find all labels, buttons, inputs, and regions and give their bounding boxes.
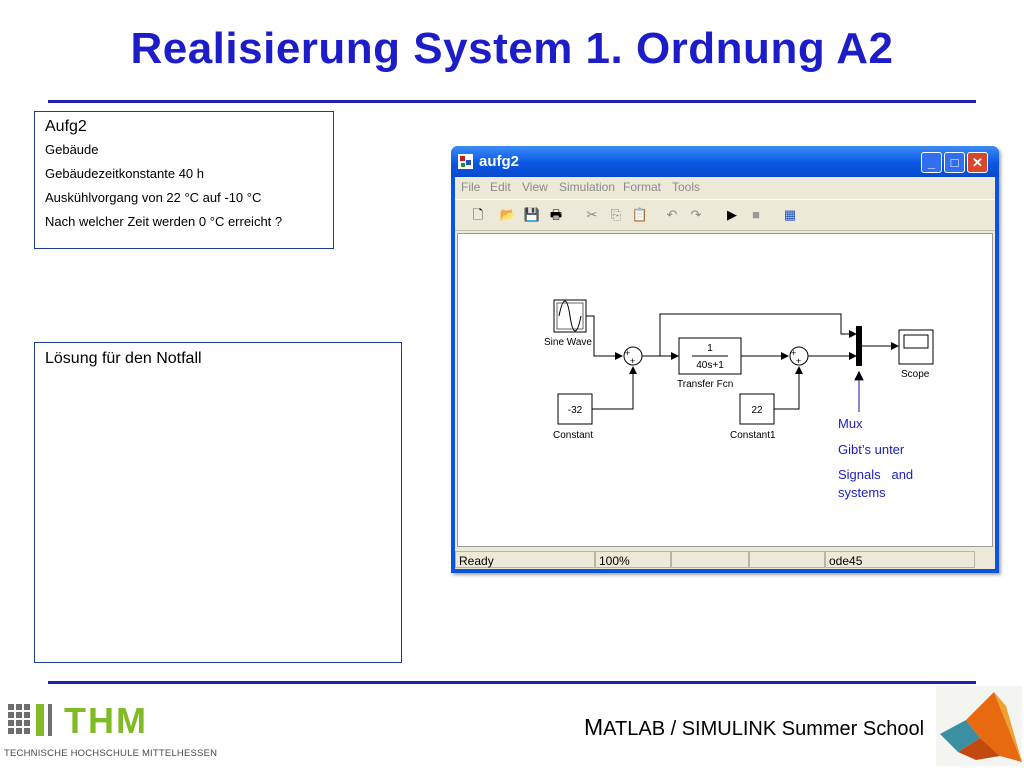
constant-label: Constant xyxy=(553,430,593,441)
annotation-mux: Mux xyxy=(838,416,863,431)
matlab-logo xyxy=(936,686,1022,766)
stop-icon[interactable]: ■ xyxy=(752,207,760,222)
title-divider xyxy=(48,100,976,103)
copy-icon[interactable]: ⎘ xyxy=(610,207,622,222)
menu-bar: File Edit View Simulation Format Tools xyxy=(455,177,995,197)
toolbar: 🗋 📂 💾 🖶 ✂ ⎘ 📋 ↶ ↷ ▶ ■ ▦ xyxy=(455,199,995,231)
menu-file[interactable]: File xyxy=(461,180,481,194)
task-line: Gebäude xyxy=(45,142,99,157)
menu-edit[interactable]: Edit xyxy=(490,180,511,194)
model-canvas[interactable]: Sine Wave + + -32 Constant xyxy=(457,233,993,547)
status-solver: ode45 xyxy=(825,551,975,568)
thm-logo-mark xyxy=(8,704,52,736)
status-bar: Ready 100% ode45 xyxy=(455,551,995,569)
status-empty-2 xyxy=(749,551,825,568)
tf-numerator: 1 xyxy=(707,343,713,354)
status-zoom: 100% xyxy=(595,551,671,568)
paste-icon[interactable]: 📋 xyxy=(631,207,649,222)
constant-block[interactable]: -32 xyxy=(557,393,593,425)
constant1-block[interactable]: 22 xyxy=(739,393,775,425)
simulink-window: aufg2 _ □ ✕ File Edit View Simulation Fo… xyxy=(451,146,999,573)
maximize-button[interactable]: □ xyxy=(944,152,965,173)
thm-logo-word: THM xyxy=(64,700,148,741)
annotation-hint-1: Gibt’s unter xyxy=(838,442,905,457)
footer-divider xyxy=(48,681,976,684)
sine-wave-block[interactable] xyxy=(553,299,587,333)
open-folder-icon[interactable]: 📂 xyxy=(499,207,517,222)
course-title-rest: ATLAB / SIMULINK Summer School xyxy=(603,718,925,740)
thm-logo-subtitle: TECHNISCHE HOCHSCHULE MITTELHESSEN xyxy=(4,748,218,759)
close-button[interactable]: ✕ xyxy=(967,152,988,173)
sum2-sign-a: + xyxy=(791,348,796,358)
slide-title: Realisierung System 1. Ordnung A2 xyxy=(130,24,894,73)
course-title: MATLAB / SIMULINK Summer School xyxy=(584,714,924,741)
menu-view[interactable]: View xyxy=(522,180,548,194)
minimize-button[interactable]: _ xyxy=(921,152,942,173)
scope-label: Scope xyxy=(901,369,930,380)
task-box: Aufg2 Gebäude Gebäudezeitkonstante 40 h … xyxy=(34,111,334,249)
cut-icon[interactable]: ✂ xyxy=(586,207,598,222)
solution-heading: Lösung für den Notfall xyxy=(45,350,202,367)
sum-block-1[interactable]: + + xyxy=(623,346,643,366)
task-line: Gebäudezeitkonstante 40 h xyxy=(45,166,205,181)
sum-block-2[interactable]: + + xyxy=(789,346,809,366)
sum1-sign-a: + xyxy=(625,348,630,358)
menu-tools[interactable]: Tools xyxy=(672,180,701,194)
run-icon[interactable]: ▶ xyxy=(727,207,737,222)
window-client: File Edit View Simulation Format Tools 🗋… xyxy=(455,177,995,569)
transfer-fcn-label: Transfer Fcn xyxy=(677,379,733,390)
constant1-label: Constant1 xyxy=(730,430,776,441)
sum2-sign-b: + xyxy=(796,356,801,366)
scope-block[interactable] xyxy=(898,329,934,365)
sine-wave-label: Sine Wave xyxy=(544,337,592,348)
new-model-icon[interactable]: 🗋 xyxy=(472,207,484,222)
simulink-app-icon xyxy=(458,154,473,169)
menu-simulation[interactable]: Simulation xyxy=(559,180,616,194)
window-titlebar[interactable]: aufg2 _ □ ✕ xyxy=(451,146,999,177)
constant-value: -32 xyxy=(568,405,583,416)
tf-denominator: 40s+1 xyxy=(696,360,724,371)
undo-icon[interactable]: ↶ xyxy=(666,207,678,222)
course-title-initial: M xyxy=(584,714,604,740)
redo-icon[interactable]: ↷ xyxy=(690,207,702,222)
solution-box: Lösung für den Notfall xyxy=(34,342,402,663)
task-heading: Aufg2 xyxy=(45,118,87,135)
menu-format[interactable]: Format xyxy=(623,180,662,194)
transfer-fcn-block[interactable]: 1 40s+1 xyxy=(678,337,742,375)
mux-block[interactable] xyxy=(856,326,862,366)
library-browser-icon[interactable]: ▦ xyxy=(783,207,797,222)
status-state: Ready xyxy=(455,551,595,568)
window-title: aufg2 xyxy=(479,153,520,170)
block-diagram: Sine Wave + + -32 Constant xyxy=(544,299,934,441)
print-icon[interactable]: 🖶 xyxy=(549,207,563,222)
constant1-value: 22 xyxy=(751,405,763,416)
annotation-hint-2: Signals and xyxy=(838,467,914,482)
annotation-hint-3: systems xyxy=(838,485,886,500)
save-icon[interactable]: 💾 xyxy=(523,207,541,222)
task-line: Nach welcher Zeit werden 0 °C erreicht ? xyxy=(45,214,283,229)
status-empty-1 xyxy=(671,551,749,568)
task-line: Auskühlvorgang von 22 °C auf -10 °C xyxy=(45,190,262,205)
sum1-sign-b: + xyxy=(630,356,635,366)
